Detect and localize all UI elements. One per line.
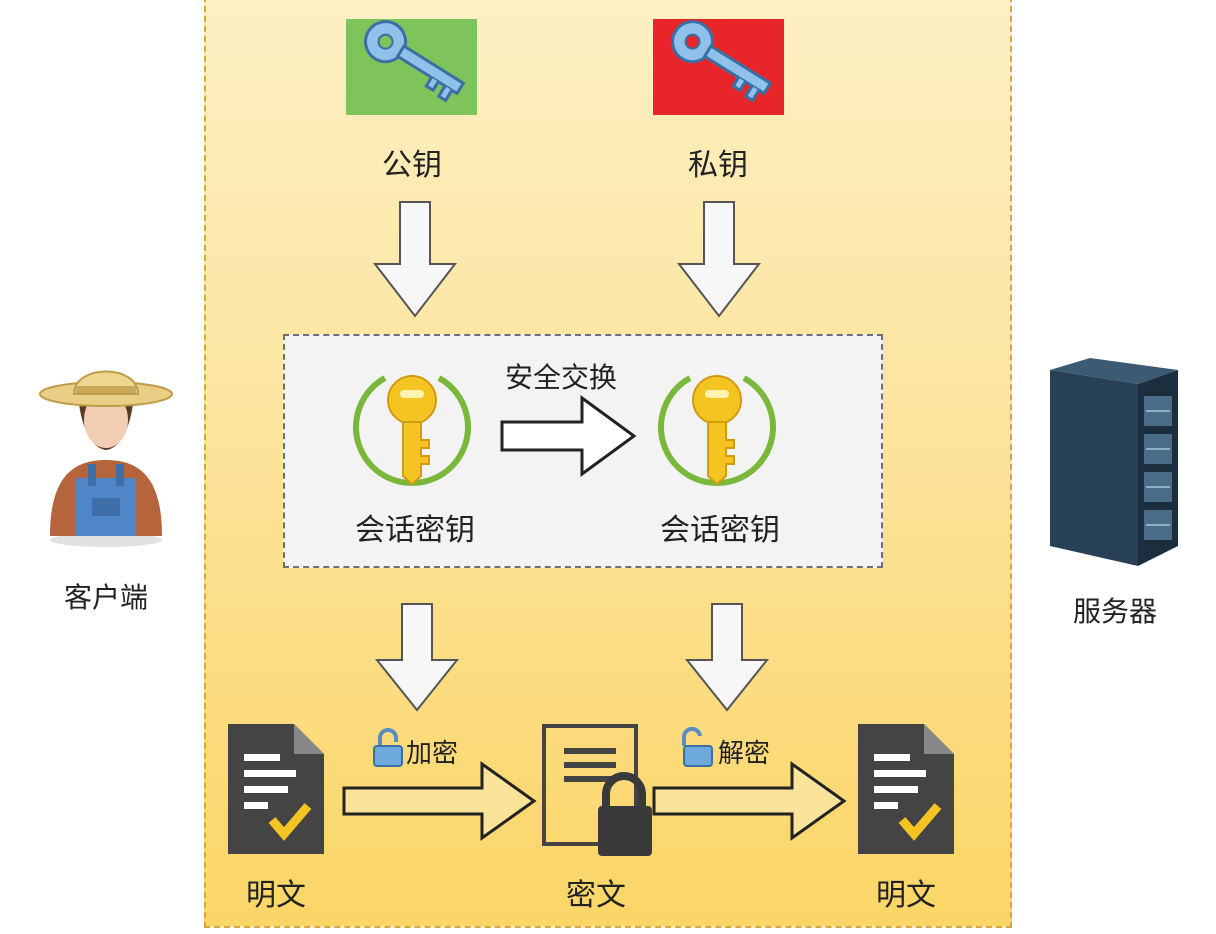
exchange-label: 安全交换: [504, 361, 617, 394]
private-key-label: 私钥: [688, 148, 748, 183]
unlocked-lock-icon: [373, 728, 403, 767]
plaintext-right-label: 明文: [876, 878, 936, 913]
down-arrow-icon: [374, 603, 460, 712]
client-label: 客户端: [63, 581, 148, 614]
session-key-icon: [353, 375, 471, 487]
public-key-icon: [364, 20, 466, 103]
plaintext-left-label: 明文: [246, 878, 306, 913]
right-arrow-icon: [652, 761, 847, 841]
down-arrow-icon: [372, 201, 458, 318]
farmer-client-icon: [39, 370, 173, 547]
right-arrow-icon: [500, 395, 637, 477]
session-key-left-label: 会话密钥: [355, 513, 475, 548]
ciphertext-document-icon: [542, 724, 652, 856]
down-arrow-icon: [676, 201, 762, 318]
session-key-icon: [658, 375, 776, 487]
server-label: 服务器: [1072, 595, 1157, 628]
ciphertext-label: 密文: [566, 878, 626, 913]
server-rack-icon: [1050, 358, 1178, 566]
right-arrow-icon: [342, 761, 537, 841]
down-arrow-icon: [684, 603, 770, 712]
plaintext-document-icon: [228, 724, 324, 854]
private-key-icon: [671, 20, 773, 103]
session-key-right-label: 会话密钥: [660, 513, 780, 548]
public-key-label: 公钥: [382, 148, 442, 183]
plaintext-document-icon: [858, 724, 954, 854]
encrypt-label: 加密: [406, 739, 459, 769]
decrypt-label: 解密: [718, 739, 771, 769]
unlocked-lock-icon: [681, 726, 713, 767]
